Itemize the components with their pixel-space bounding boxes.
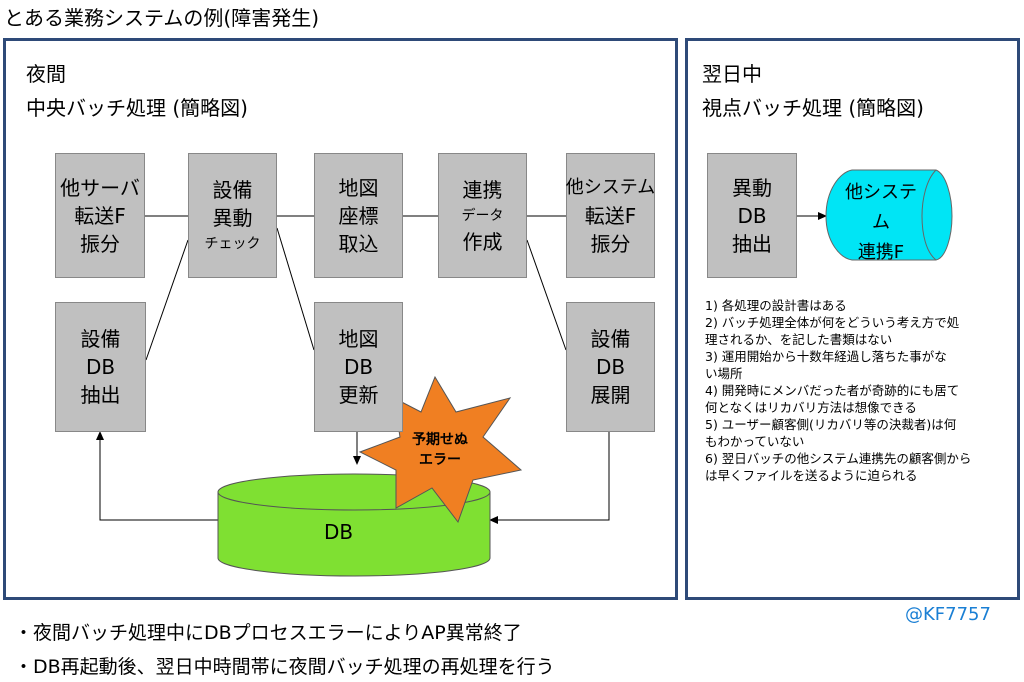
output-file-shape: [825, 169, 953, 261]
note-item: 5) ユーザー顧客側(リカバリ等の決裁者)は何: [705, 417, 957, 432]
box-link-data: 連携 データ 作成: [438, 153, 527, 278]
notes-list: 1) 各処理の設計書はある 2) バッチ処理全体が何をどういう考え方で処 理され…: [705, 297, 1015, 484]
flow-line: [526, 239, 567, 351]
note-item: 3) 運用開始から十数年経過し落ちた事がな: [705, 349, 947, 364]
box-other-system: 他システム 転送F 振分: [566, 153, 655, 278]
page-title: とある業務システムの例(障害発生): [4, 6, 320, 30]
bullet-line: ・夜間バッチ処理中にDBプロセスエラーによりAP異常終了: [14, 622, 522, 644]
note-item-cont: 何となくはリカバリ方法は想像できる: [705, 400, 917, 415]
note-item: 2) バッチ処理全体が何をどういう考え方で処: [705, 315, 960, 330]
night-heading: 夜間: [26, 62, 66, 86]
flow-line: [276, 227, 315, 351]
next-day-heading: 翌日中: [702, 62, 762, 86]
box-equip-change: 設備 異動 チェック: [188, 153, 277, 278]
db-label: DB: [324, 520, 354, 544]
box-equip-db: 設備 DB 抽出: [55, 302, 146, 432]
note-item-cont: い場所: [705, 366, 743, 381]
note-item: 1) 各処理の設計書はある: [705, 298, 847, 313]
next-day-subheading: 視点バッチ処理 (簡略図): [702, 96, 924, 120]
box-map-db: 地図 DB 更新: [314, 302, 403, 432]
arrow-db-to-equip-db: [96, 431, 218, 521]
note-item-cont: もわかっていない: [705, 434, 805, 449]
box-map-coord: 地図 座標 取込: [314, 153, 403, 278]
box-equip-db-expand: 設備 DB 展開: [566, 302, 655, 432]
note-item: 4) 開発時にメンバだった者が奇跡的にも居て: [705, 383, 960, 398]
bullet-line: ・DB再起動後、翌日中時間帯に夜間バッチ処理の再処理を行う: [14, 656, 555, 678]
output-label: 他システム 連携F: [845, 182, 917, 263]
arrow-db-expand-to-db: [489, 432, 610, 524]
night-subheading: 中央バッチ処理 (簡略図): [26, 96, 248, 120]
author-handle: @KF7757: [905, 604, 991, 625]
note-item-cont: 理されるか、を記した書類はない: [705, 332, 893, 347]
box-change-db-extract: 異動 DB 抽出: [707, 153, 797, 278]
box-other-server: 他サーバ 転送F 振分: [55, 153, 145, 278]
flow-line: [145, 239, 189, 361]
note-item-cont: は早くファイルを送るように迫られる: [705, 468, 918, 483]
error-label: 予期せぬ エラー: [412, 432, 468, 468]
night-batch-panel: 夜間 中央バッチ処理 (簡略図): [3, 38, 678, 600]
next-day-panel: 翌日中 視点バッチ処理 (簡略図): [685, 38, 1020, 600]
note-item: 6) 翌日バッチの他システム連携先の顧客側から: [705, 451, 972, 466]
